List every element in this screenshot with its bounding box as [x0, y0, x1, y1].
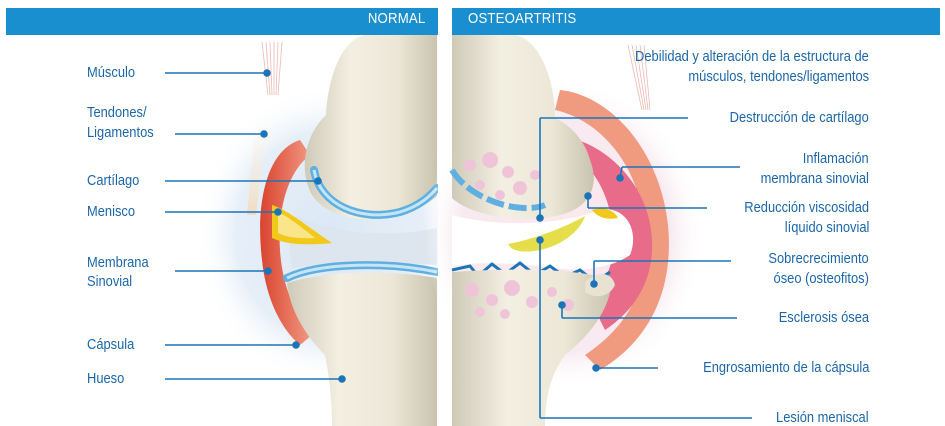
label-meniscal-lesion: Lesión meniscal: [776, 409, 869, 426]
normal-knee: [195, 35, 465, 426]
label-sclerosis: Esclerosis ósea: [779, 309, 869, 327]
label-synovial-line1: Membrana: [87, 254, 149, 272]
label-tendons-line2: Ligamentos: [87, 124, 154, 142]
muscle-fibers-left: [262, 42, 282, 95]
label-inflammation-line1: Inflamación: [803, 150, 869, 168]
normal-header-title: NORMAL: [367, 10, 425, 27]
label-capsule: Cápsula: [87, 336, 134, 354]
label-bone: Hueso: [87, 370, 124, 388]
osteoarthritis-header-title: OSTEOARTRITIS: [468, 10, 576, 27]
label-overgrowth-line1: Sobrecrecimiento: [769, 250, 869, 268]
label-synovial-line2: Sinovial: [87, 273, 132, 291]
label-meniscus: Menisco: [87, 203, 135, 221]
label-cartilage-destruction: Destrucción de cartílago: [730, 109, 869, 127]
label-tendons-line1: Tendones/: [87, 104, 147, 122]
label-weakness-line2: músculos, tendones/ligamentos: [688, 68, 869, 86]
osteoarthritis-knee: [425, 35, 705, 426]
label-weakness-line1: Debilidad y alteración de la estructura …: [635, 48, 869, 66]
label-muscle: Músculo: [87, 64, 135, 82]
label-viscosity-line1: Reducción viscosidad: [744, 199, 869, 217]
label-capsule-thickening: Engrosamiento de la cápsula: [703, 359, 869, 377]
label-inflammation-line2: membrana sinovial: [761, 170, 869, 188]
label-viscosity-line2: líquido sinovial: [784, 219, 869, 237]
label-overgrowth-line2: óseo (osteofitos): [774, 270, 869, 288]
label-cartilage: Cartílago: [87, 172, 139, 190]
